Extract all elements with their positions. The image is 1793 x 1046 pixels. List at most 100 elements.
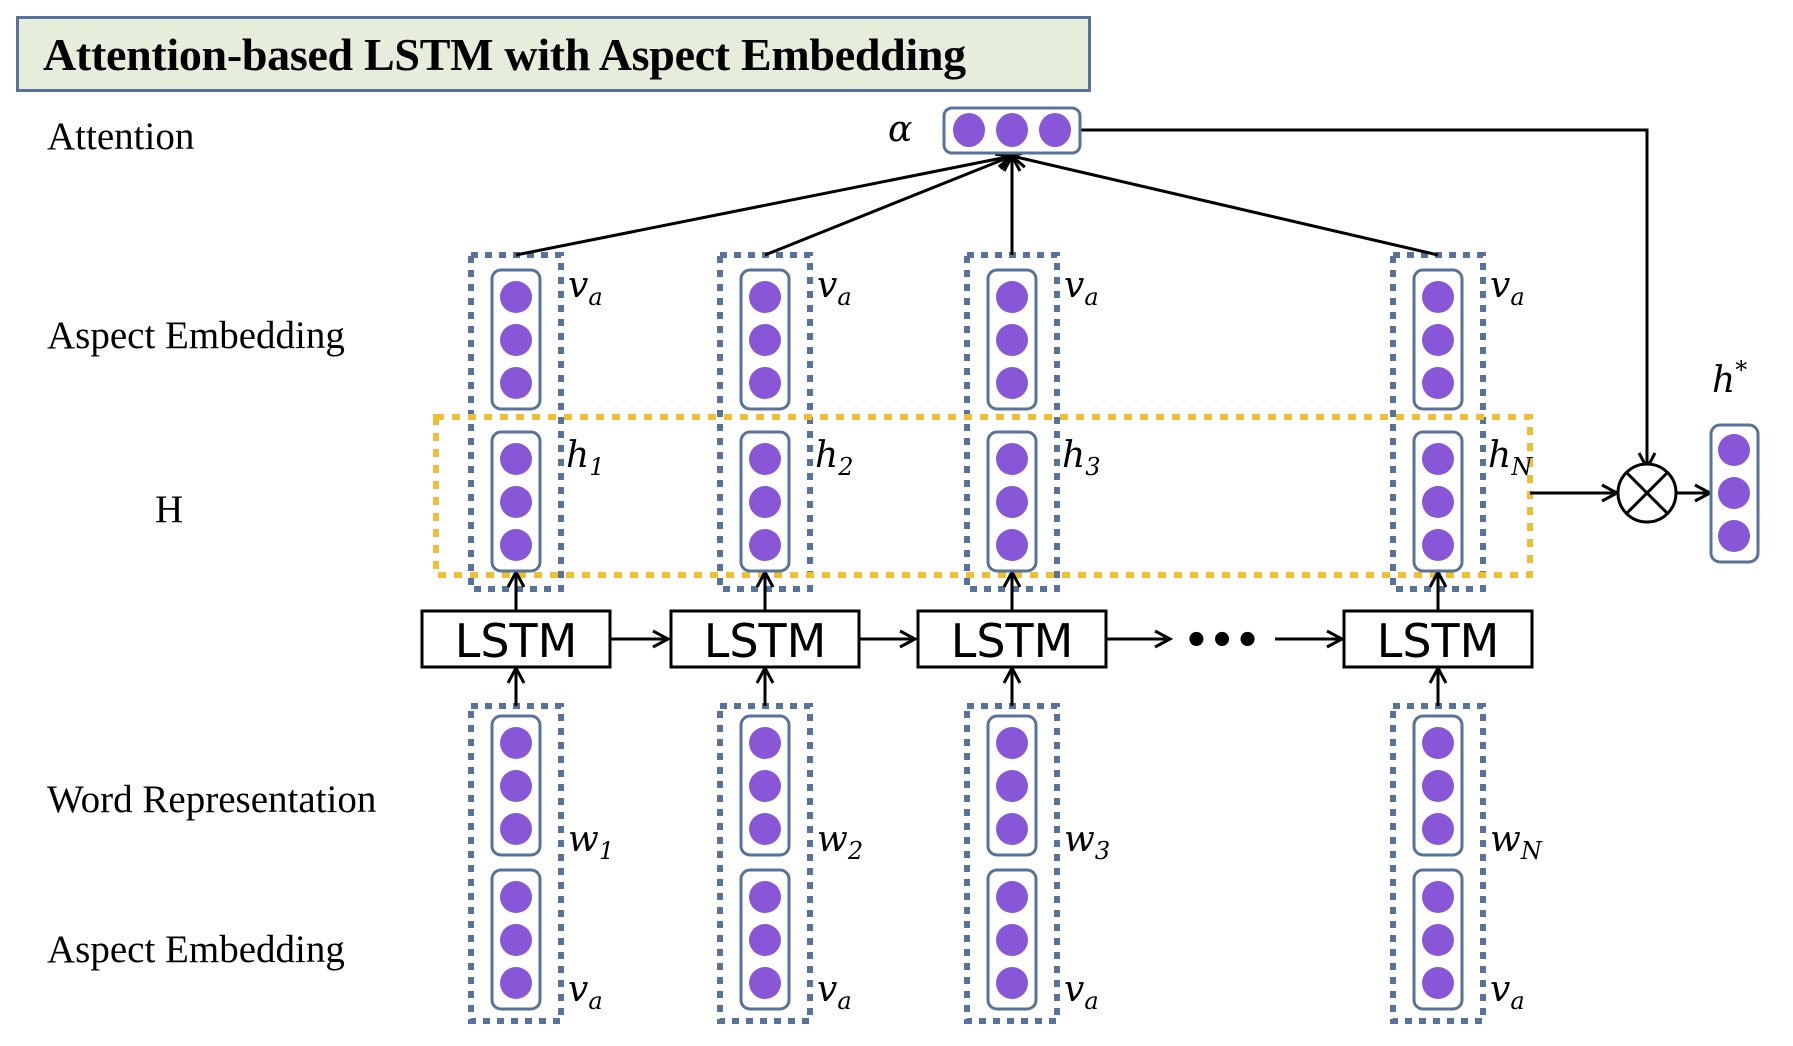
combine-multiply-icon-stroke: [1625, 471, 1669, 515]
lstm-cell-1-label: LSTM: [455, 614, 578, 668]
word-vector-2-unit: [749, 813, 781, 845]
aspect-embedding-bottom-vector-3-unit: [996, 881, 1028, 913]
aspect-bottom-label-1-base: v: [568, 969, 589, 1010]
hidden-state-vector-4-unit: [1422, 529, 1454, 561]
lstm-cell-1: [420, 609, 612, 669]
word-vector-3-unit: [996, 770, 1028, 802]
aspect-bottom-label-3-base: v: [1064, 969, 1085, 1010]
word-vector-3-unit: [996, 813, 1028, 845]
output-h-star-superscript: *: [1735, 356, 1748, 384]
hidden-states-group-H: [433, 414, 1533, 578]
word-vector-2-unit: [749, 770, 781, 802]
aspect-embedding-bottom-vector-1-unit: [500, 924, 532, 956]
hidden-state-vector-1-unit: [500, 486, 532, 518]
diagram-title: Attention-based LSTM with Aspect Embeddi…: [16, 16, 1091, 92]
aspect-bottom-label-3: va: [1064, 969, 1099, 1015]
word-vector-4-unit: [1422, 727, 1454, 759]
row-label-hidden: H: [155, 488, 184, 531]
hidden-label-3-subscript: 3: [1085, 453, 1101, 481]
output-h-star-label: h*: [1712, 358, 1747, 399]
hidden-label-1-subscript: 1: [589, 453, 605, 481]
aspect-top-label-3: va: [1064, 265, 1099, 310]
word-label-1-base: w: [568, 819, 599, 860]
aspect-bottom-label-2-base: v: [817, 969, 838, 1010]
word-vector-1-unit: [500, 727, 532, 759]
arrow-column-to-attention-2: [764, 156, 1012, 257]
attention-weight-unit: [953, 113, 985, 147]
aspect-embedding-top-vector-4-unit: [1422, 281, 1454, 313]
aspect-top-label-4-base: v: [1490, 265, 1511, 306]
aspect-bottom-label-4: va: [1490, 969, 1525, 1015]
word-label-4: wN: [1490, 819, 1542, 865]
word-vector-1-unit: [500, 770, 532, 802]
hidden-state-vector-3-unit: [996, 529, 1028, 561]
word-label-4-base: w: [1490, 819, 1521, 860]
aspect-embedding-top-vector-4-unit: [1422, 324, 1454, 356]
word-label-2-base: w: [817, 819, 848, 860]
hidden-state-vector-3-unit: [996, 486, 1028, 518]
hidden-state-vector-2-unit: [749, 443, 781, 475]
lstm-cell-2: [669, 609, 861, 669]
aspect-embedding-bottom-vector-4-unit: [1422, 881, 1454, 913]
arrow-attention-to-combine: [1080, 128, 1647, 468]
hidden-label-4-base: h: [1488, 435, 1512, 476]
arrow-column-to-attention-4: [1012, 156, 1439, 257]
aspect-embedding-top-vector-4-unit: [1422, 367, 1454, 399]
hidden-label-3-base: h: [1062, 435, 1086, 476]
word-label-1-subscript: 1: [598, 837, 615, 865]
hidden-label-1: h1: [566, 435, 605, 481]
word-vector-2-unit: [749, 727, 781, 759]
attention-alpha-label-base: α: [888, 109, 913, 150]
aspect-bottom-label-1: va: [568, 969, 603, 1015]
word-vector-3-unit: [996, 727, 1028, 759]
output-unit: [1718, 477, 1750, 509]
aspect-embedding-bottom-vector-4-unit: [1422, 924, 1454, 956]
hidden-state-vector-2-unit: [749, 529, 781, 561]
hidden-state-vector-2-unit: [749, 486, 781, 518]
aspect-embedding-top-vector-2-unit: [749, 281, 781, 313]
aspect-top-label-1-base: v: [568, 265, 589, 306]
word-label-3-base: w: [1064, 819, 1095, 860]
aspect-embedding-bottom-vector-1-unit: [500, 967, 532, 999]
hidden-label-2-base: h: [815, 435, 839, 476]
aspect-top-label-3-base: v: [1064, 265, 1085, 306]
attention-weight-unit: [1039, 113, 1071, 147]
aspect-bottom-label-1-subscript: a: [588, 987, 603, 1015]
lstm-cell-2-label: LSTM: [704, 614, 827, 668]
word-label-4-subscript: N: [1520, 837, 1542, 865]
hidden-state-vector-4-unit: [1422, 486, 1454, 518]
aspect-bottom-label-2-subscript: a: [837, 987, 852, 1015]
aspect-embedding-top-vector-2-unit: [749, 324, 781, 356]
hidden-state-vector-3-unit: [996, 443, 1028, 475]
aspect-top-label-2-subscript: a: [837, 283, 852, 311]
hidden-state-vector-4-unit: [1422, 443, 1454, 475]
lstm-cell-4: [1342, 609, 1534, 669]
hidden-label-1-base: h: [566, 435, 590, 476]
hidden-label-2-subscript: 2: [838, 453, 854, 481]
aspect-embedding-top-vector-3-unit: [996, 324, 1028, 356]
aspect-bottom-label-4-subscript: a: [1510, 987, 1525, 1015]
aspect-bottom-label-3-subscript: a: [1084, 987, 1099, 1015]
word-vector-4-unit: [1422, 813, 1454, 845]
aspect-embedding-top-vector-1-unit: [500, 281, 532, 313]
aspect-bottom-label-2: va: [817, 969, 852, 1015]
ellipsis-more-steps: •••: [1184, 618, 1261, 664]
aspect-embedding-bottom-vector-2-unit: [749, 924, 781, 956]
output-unit: [1718, 520, 1750, 552]
aspect-top-label-2-base: v: [817, 265, 838, 306]
row-label-aspect-embedding-top: Aspect Embedding: [47, 314, 345, 357]
output-h-star-base: h: [1712, 360, 1736, 401]
row-label-word-representation: Word Representation: [47, 778, 377, 821]
aspect-embedding-bottom-vector-4-unit: [1422, 967, 1454, 999]
aspect-embedding-top-vector-2-unit: [749, 367, 781, 399]
aspect-bottom-label-4-base: v: [1490, 969, 1511, 1010]
lstm-cell-3-label: LSTM: [951, 614, 1074, 668]
aspect-embedding-bottom-vector-3-unit: [996, 924, 1028, 956]
aspect-embedding-bottom-vector-3-unit: [996, 967, 1028, 999]
arrow-column-to-attention-1: [515, 156, 1012, 257]
row-label-aspect-embedding-bottom: Aspect Embedding: [47, 928, 345, 971]
aspect-top-label-1: va: [568, 265, 603, 310]
hidden-label-3: h3: [1062, 435, 1101, 481]
attention-alpha-label: α: [888, 112, 912, 148]
